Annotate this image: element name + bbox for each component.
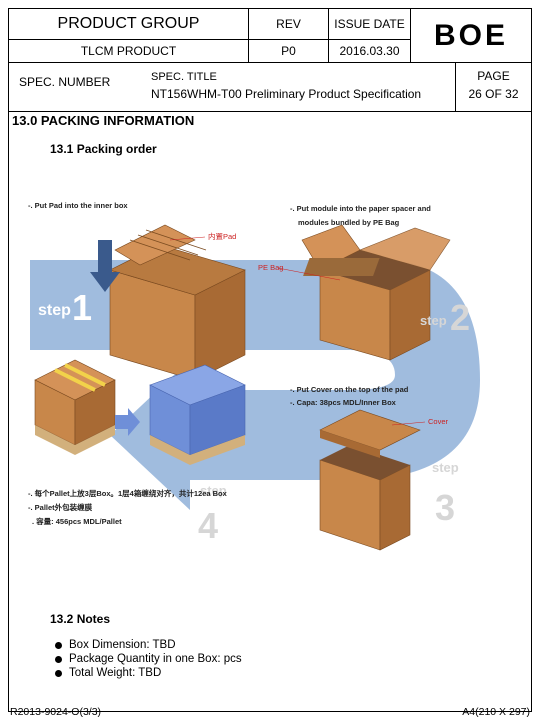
step1-description: -. Put Pad into the inner box xyxy=(28,201,128,210)
step3-description-1: -. Put Cover on the top of the pad xyxy=(290,385,409,394)
list-item: Box Dimension: TBD xyxy=(55,639,242,651)
step1-number: 1 xyxy=(72,287,92,328)
boe-logo: BOE xyxy=(433,18,508,52)
pad-callout-line xyxy=(169,236,206,241)
step2-word: step xyxy=(420,313,447,328)
step2-description-2: modules bundled by PE Bag xyxy=(298,218,400,227)
subsection-packing-order: 13.1 Packing order xyxy=(50,142,157,156)
cover-label: Cover xyxy=(428,417,449,426)
step4-description-1: -. 每个Pallet上放3层Box。1层4箱缠绕对齐，共计12ea Box xyxy=(28,488,228,498)
header-table: PRODUCT GROUP REV ISSUE DATE TLCM PRODUC… xyxy=(9,9,531,112)
issue-date-value: 2016.03.30 xyxy=(329,40,411,63)
step3-description-2: -. Capa: 38pcs MDL/Inner Box xyxy=(290,398,397,407)
footer-doc-id: R2013-9024-O(3/3) xyxy=(10,706,102,718)
step3-word: step xyxy=(432,460,459,475)
rev-label: REV xyxy=(249,9,329,40)
section-title: 13.0 PACKING INFORMATION xyxy=(12,113,195,128)
spec-title-cell: SPEC. TITLE NT156WHM-T00 Preliminary Pro… xyxy=(141,63,456,112)
product-group: PRODUCT GROUP xyxy=(9,9,249,40)
page-number: 26 OF 32 xyxy=(468,87,519,101)
bullet-icon xyxy=(55,655,62,663)
page-label: PAGE xyxy=(477,69,510,83)
step4-description-3: . 容量: 456pcs MDL/Pallet xyxy=(32,516,122,526)
step4-word: step xyxy=(200,483,227,498)
list-item: Package Quantity in one Box: pcs xyxy=(55,653,242,665)
logo-cell: BOE xyxy=(411,9,531,63)
note-box-dimension: Box Dimension: TBD xyxy=(69,639,176,651)
spec-title: NT156WHM-T00 Preliminary Product Specifi… xyxy=(151,87,422,101)
step2-number: 2 xyxy=(450,297,470,338)
step2-box-illustration xyxy=(301,224,451,361)
spec-title-label: SPEC. TITLE xyxy=(151,71,217,83)
bullet-icon xyxy=(55,641,62,649)
spec-number-label: SPEC. NUMBER xyxy=(9,63,141,112)
cover-callout-line xyxy=(391,421,426,426)
pebag-callout-line xyxy=(277,267,341,281)
note-package-quantity: Package Quantity in one Box: pcs xyxy=(69,653,242,665)
notes-list: Box Dimension: TBD Package Quantity in o… xyxy=(55,639,242,681)
step2-description-1: -. Put module into the paper spacer and xyxy=(290,204,431,213)
step4-pallet-illustration xyxy=(34,359,246,465)
step1-word: step xyxy=(38,302,71,319)
page-cell: PAGE 26 OF 32 xyxy=(456,63,531,112)
pebag-label: PE Bag xyxy=(258,263,283,272)
issue-date-label: ISSUE DATE xyxy=(329,9,411,40)
step4-description-2: -. Pallet外包装缠膜 xyxy=(28,502,93,512)
tlcm-product: TLCM PRODUCT xyxy=(9,40,249,63)
step1-box-illustration xyxy=(90,224,246,381)
footer-paper-size: A4(210 X 297) xyxy=(462,706,530,718)
pad-label: 内置Pad xyxy=(208,231,236,241)
step4-number: 4 xyxy=(198,505,218,546)
page-frame: PRODUCT GROUP REV ISSUE DATE TLCM PRODUC… xyxy=(8,8,532,712)
list-item: Total Weight: TBD xyxy=(55,667,242,679)
bullet-icon xyxy=(55,669,62,677)
step3-box-illustration xyxy=(319,409,421,551)
note-total-weight: Total Weight: TBD xyxy=(69,667,162,679)
packing-order-diagram: step 1 step 2 step 3 step 4 -. Put Pad i… xyxy=(28,201,480,551)
step3-number: 3 xyxy=(435,487,455,528)
subsection-notes: 13.2 Notes xyxy=(50,612,111,626)
rev-value: P0 xyxy=(249,40,329,63)
